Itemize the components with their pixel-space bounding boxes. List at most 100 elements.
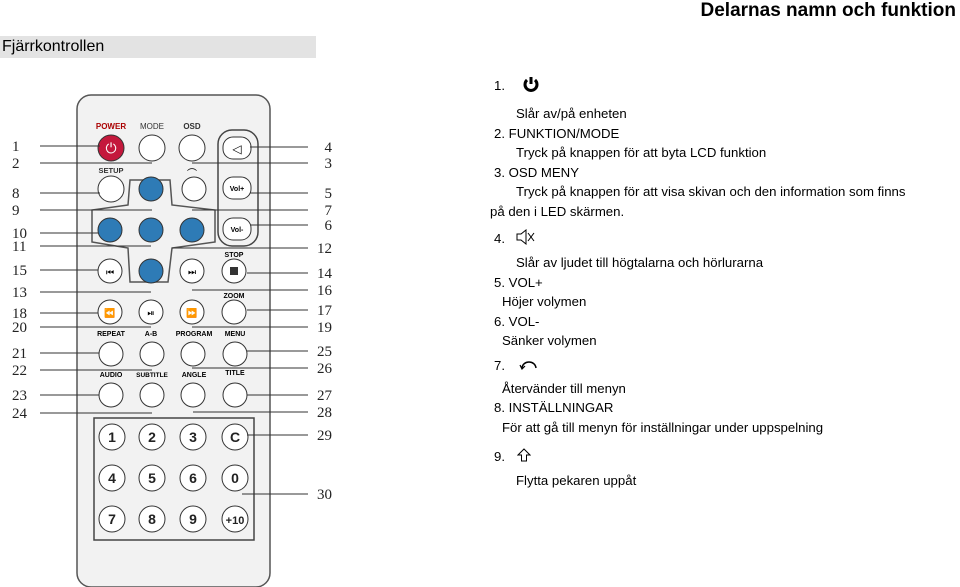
- next-button: [179, 258, 205, 284]
- item-9-row: 9.: [494, 443, 960, 471]
- keypad-button: [138, 423, 166, 451]
- keypad-button: [179, 505, 207, 533]
- function-descriptions: 1. Slår av/på enheten 2. FUNKTION/MODE T…: [490, 76, 960, 491]
- item-3-text-2: på den i LED skärmen.: [490, 203, 625, 219]
- callout-number: 25: [317, 344, 332, 360]
- subtitle-button: [139, 382, 165, 408]
- label-audio: AUDIO: [100, 372, 123, 379]
- label-program: PROGRAM: [176, 331, 213, 338]
- left-button: [97, 217, 123, 243]
- prev-icon: ⏮: [106, 267, 114, 277]
- callout-number: 12: [317, 241, 332, 257]
- return-icon: ⌒: [187, 168, 197, 180]
- callout-number: 13: [12, 285, 27, 301]
- callout-number: 8: [12, 186, 20, 202]
- up-button: [138, 176, 164, 202]
- keypad-button: [98, 505, 126, 533]
- item-7-row: 7.: [494, 351, 960, 379]
- item-9-text: Flytta pekaren uppåt: [516, 473, 637, 488]
- keypad-button-label: 5: [148, 470, 156, 486]
- keypad-button: [221, 423, 249, 451]
- title-button: [222, 382, 248, 408]
- power-button-icon: ⏻: [105, 140, 116, 156]
- power-button: [97, 134, 125, 162]
- play-pause-button: [138, 299, 164, 325]
- keypad-button: [221, 464, 249, 492]
- item-1-number: 1.: [494, 78, 505, 94]
- label-ab: A-B: [145, 331, 157, 338]
- keypad-button-label: 3: [189, 429, 197, 445]
- callout-number: 20: [12, 320, 27, 336]
- label-angle: ANGLE: [182, 372, 207, 379]
- callout-number: 3: [325, 156, 333, 172]
- keypad-frame: [93, 417, 255, 541]
- remote-body: [76, 94, 271, 587]
- item-5-heading: 5. VOL+: [494, 274, 543, 290]
- keypad-button: [138, 505, 166, 533]
- callout-number: 4: [325, 140, 333, 156]
- item-9-number: 9.: [494, 449, 505, 464]
- callout-number: 10: [12, 226, 27, 242]
- item-2-text: Tryck på knappen för att byta LCD funkti…: [516, 145, 767, 160]
- keypad-button: [98, 423, 126, 451]
- callout-number: 30: [317, 487, 332, 503]
- callout-number: 22: [12, 363, 27, 379]
- prev-button: [97, 258, 123, 284]
- stop-icon: [230, 267, 238, 275]
- item-5-text: Höjer volymen: [502, 294, 587, 309]
- item-6-heading: 6. VOL-: [494, 313, 540, 329]
- item-4-number: 4.: [494, 231, 505, 247]
- callout-number: 15: [12, 263, 27, 279]
- keypad-button: [138, 464, 166, 492]
- fast-forward-icon: ⏩: [186, 307, 197, 318]
- remote-control-diagram: POWER MODE OSD SETUP ⏻ ◁ ⌒ Vol+ Vol- STO…: [0, 70, 345, 587]
- down-button: [138, 258, 164, 284]
- label-subtitle: SUBTITLE: [136, 372, 168, 379]
- mode-button: [138, 134, 166, 162]
- vol-plus-label: Vol+: [230, 186, 244, 193]
- keypad-button-label: 6: [189, 470, 197, 486]
- label-power: POWER: [96, 122, 126, 131]
- item-7-text: Återvänder till menyn: [502, 380, 626, 396]
- keypad-button-label: 7: [108, 511, 116, 527]
- keypad-button-label: 4: [108, 470, 116, 486]
- right-button: [179, 217, 205, 243]
- item-1-text: Slår av/på enheten: [516, 106, 627, 121]
- ab-button: [139, 341, 165, 367]
- enter-button: [138, 217, 164, 243]
- callout-number: 16: [317, 283, 333, 299]
- rewind-button: [97, 299, 123, 325]
- keypad-button-label: 9: [189, 511, 197, 527]
- callout-number: 11: [12, 239, 26, 255]
- label-mode: MODE: [140, 122, 164, 131]
- audio-button: [98, 382, 124, 408]
- fast-forward-button: [179, 299, 205, 325]
- keypad-button: [221, 505, 249, 533]
- callout-number: 19: [317, 320, 332, 336]
- keypad-button-label: 2: [148, 429, 156, 445]
- label-setup: SETUP: [98, 166, 123, 175]
- callout-number: 7: [325, 203, 333, 219]
- label-zoom: ZOOM: [224, 293, 245, 300]
- keypad-button-label: 0: [231, 470, 239, 486]
- mute-speaker-icon: [515, 228, 535, 251]
- item-4-row: 4.: [494, 228, 960, 253]
- label-menu: MENU: [225, 331, 246, 338]
- label-osd: OSD: [183, 122, 201, 131]
- return-button: [181, 176, 207, 202]
- label-title: TITLE: [225, 370, 245, 377]
- keypad-button: [179, 464, 207, 492]
- item-2-heading: 2. FUNKTION/MODE: [494, 125, 620, 141]
- mute-button: [222, 136, 252, 160]
- zoom-button: [221, 299, 247, 325]
- item-8-heading: 8. INSTÄLLNINGAR: [494, 400, 614, 415]
- label-repeat: REPEAT: [97, 331, 126, 338]
- vol-plus-button: [222, 176, 252, 200]
- keypad-button-label: 1: [108, 429, 116, 445]
- mute-button-icon: ◁: [232, 142, 242, 156]
- callout-number: 14: [317, 266, 333, 282]
- callout-group: 1289101115131820212223244357612141617192…: [12, 139, 333, 503]
- callout-number: 6: [325, 218, 333, 234]
- callout-number: 29: [317, 428, 332, 444]
